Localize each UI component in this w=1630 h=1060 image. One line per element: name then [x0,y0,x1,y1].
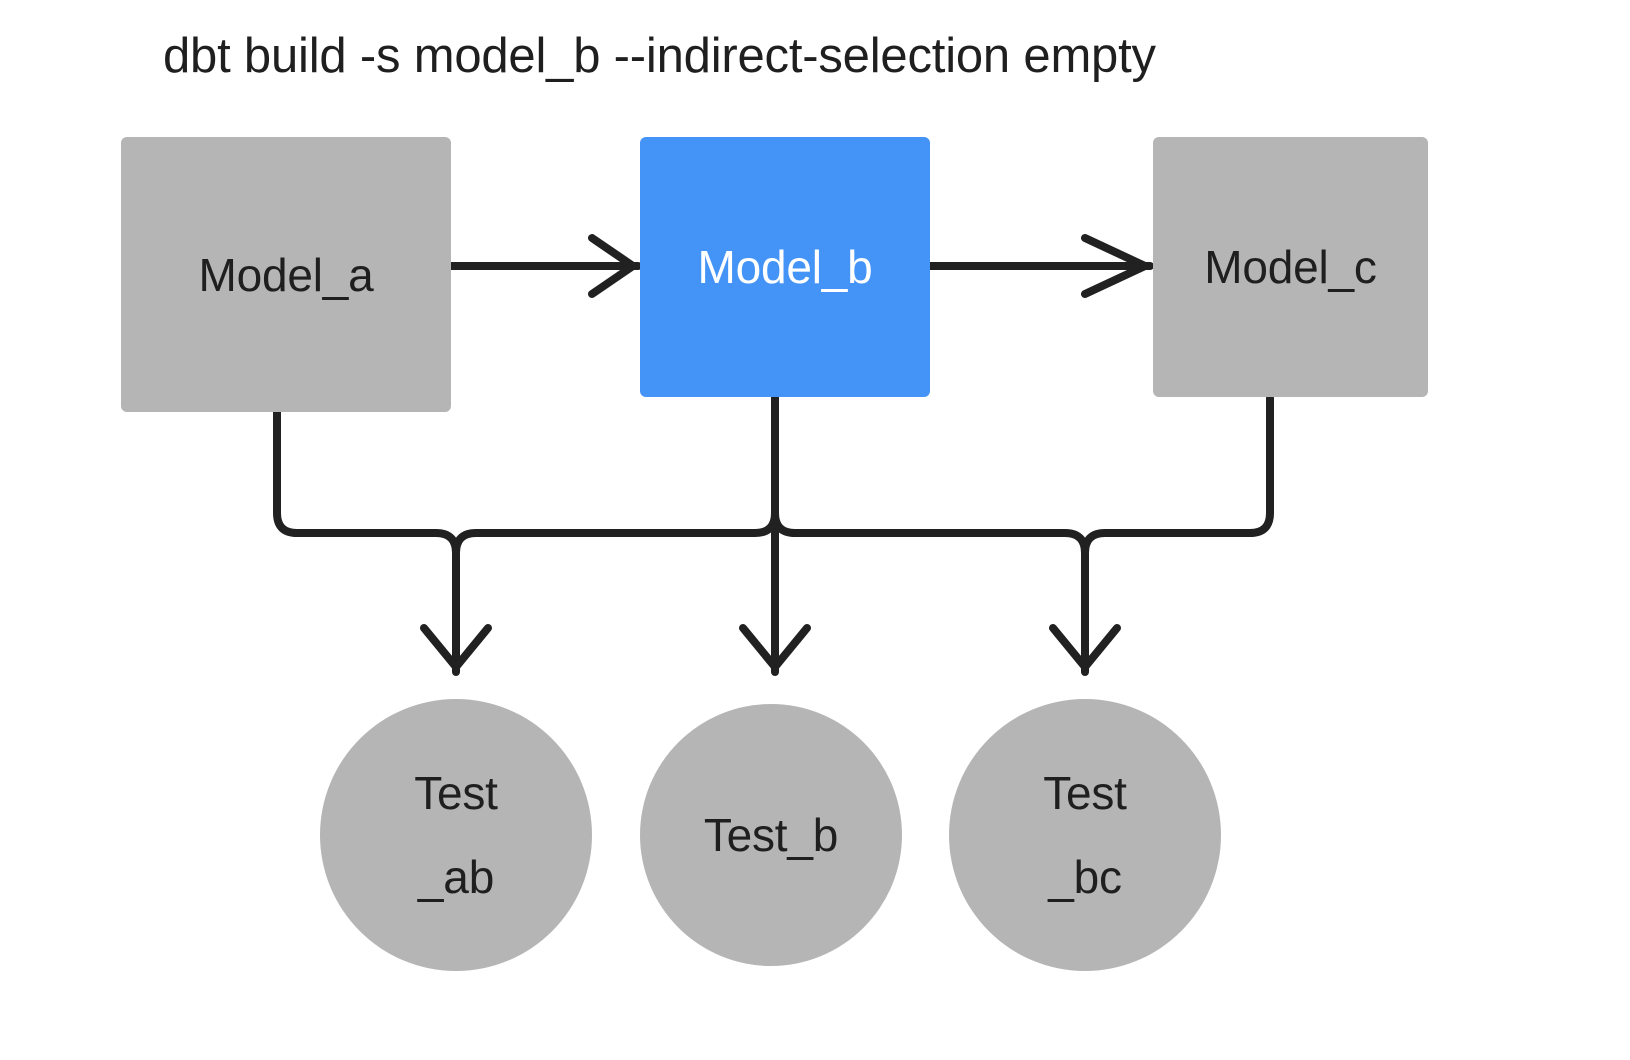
node-test-b[interactable]: Test_b [640,704,902,966]
node-model-b-label: Model_b [697,241,873,293]
node-test-bc[interactable]: Test _bc [949,699,1221,971]
node-model-b[interactable]: Model_b [640,137,930,397]
edge-model-a-to-test-ab [273,394,492,676]
edge-model-b-to-model-c [926,234,1154,298]
edge-model-c-to-test-bc [1081,394,1274,557]
edge-model-b-to-test-bc [771,394,1121,676]
node-test-ab[interactable]: Test _ab [320,699,592,971]
node-test-ab-label-line-1: Test [414,767,498,819]
node-model-c[interactable]: Model_c [1153,137,1428,397]
node-test-bc-label-line-2: _bc [1048,851,1122,903]
node-model-a[interactable]: Model_a [121,137,451,412]
edge-model-a-to-model-b [447,234,642,298]
node-test-bc-label-line-1: Test [1043,767,1127,819]
node-model-a-label: Model_a [198,248,374,301]
page-title: dbt build -s model_b --indirect-selectio… [163,29,1156,83]
node-test-b-label-line-1: Test_b [703,809,839,861]
node-test-ab-label-line-2: _ab [417,851,495,903]
edge-model-b-to-test-ab [452,394,779,557]
node-model-c-label: Model_c [1204,241,1377,293]
